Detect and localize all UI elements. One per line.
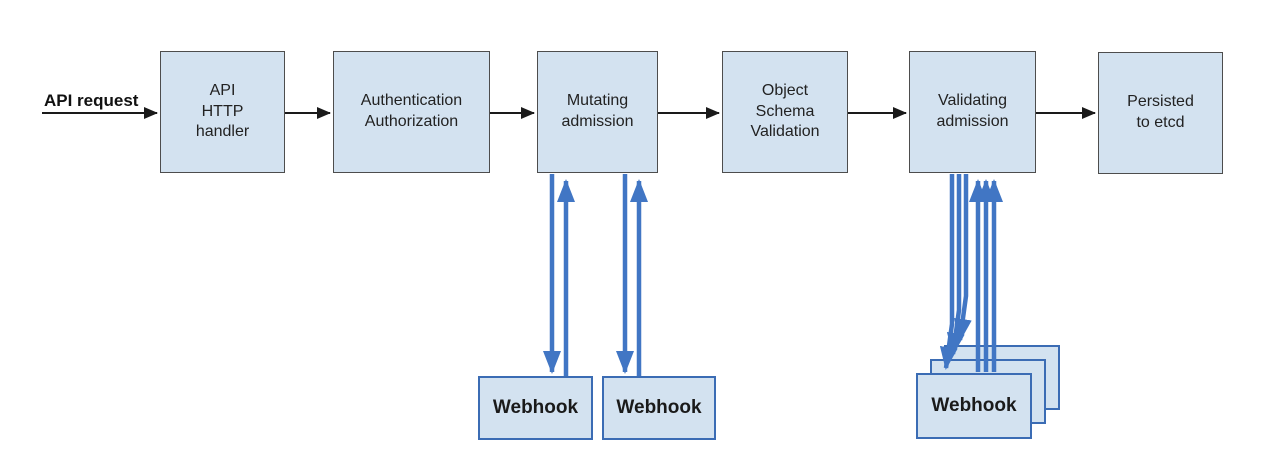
validating-webhook-down-arrow-2 [946, 174, 965, 356]
validating-webhook-box-front: Webhook [916, 373, 1032, 439]
mutating-webhook-box-1: Webhook [478, 376, 593, 440]
mutating-webhook-box-2: Webhook [602, 376, 716, 440]
node-authentication-authorization: Authentication Authorization [333, 51, 490, 173]
node-api-http-handler: API HTTP handler [160, 51, 285, 173]
node-mutating-admission: Mutating admission [537, 51, 658, 173]
node-validating-admission: Validating admission [909, 51, 1036, 173]
validating-webhook-down-arrow-1 [939, 174, 958, 370]
validating-webhook-down-arrow-3 [953, 174, 972, 342]
api-request-label: API request [44, 91, 139, 110]
node-object-schema-validation: Object Schema Validation [722, 51, 848, 173]
node-persisted-to-etcd: Persisted to etcd [1098, 52, 1223, 174]
